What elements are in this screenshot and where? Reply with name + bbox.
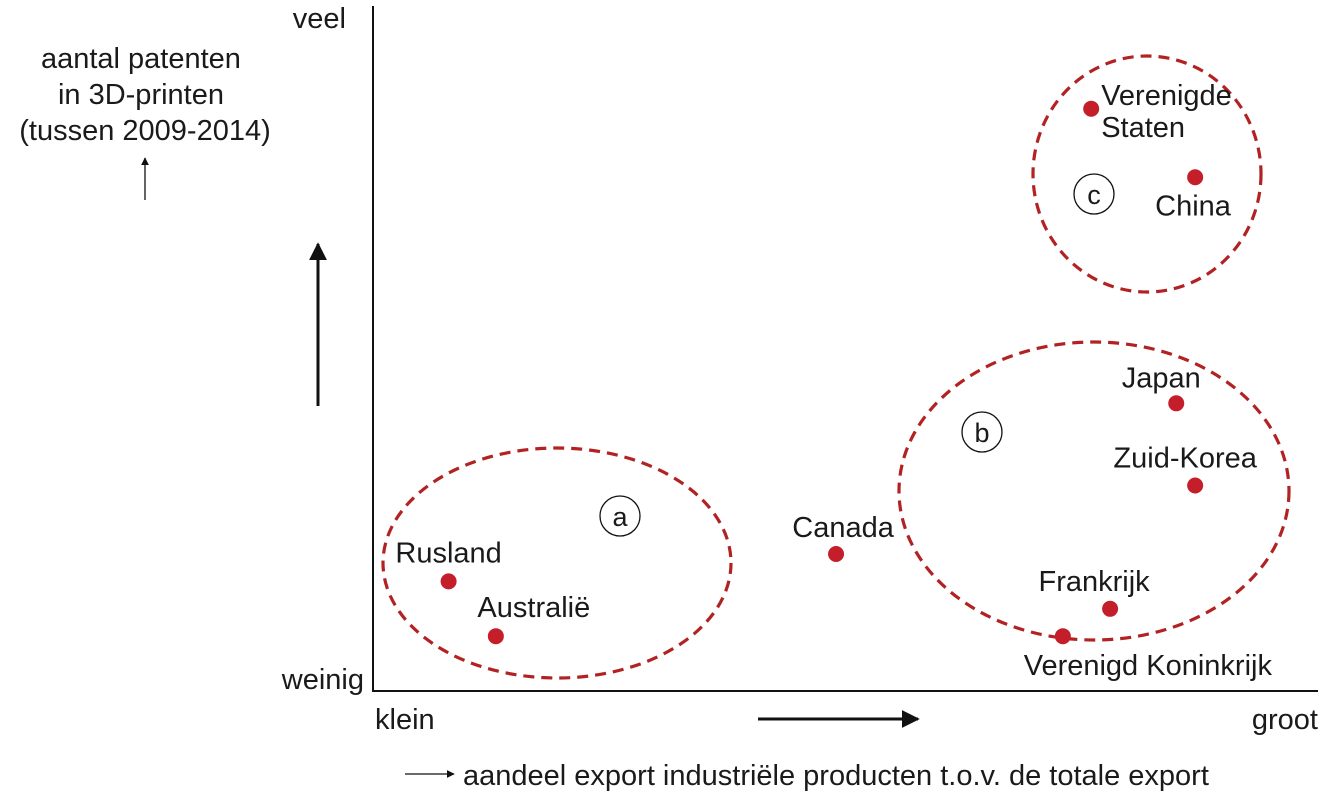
label-canada: Canada: [792, 512, 894, 544]
group-c-outline: [1031, 54, 1263, 294]
x-axis-high-label: groot: [1252, 704, 1318, 736]
y-axis-low-label: weinig: [281, 664, 364, 696]
y-axis-high-label: veel: [293, 3, 346, 35]
group-a-label: a: [612, 502, 628, 532]
group-a-outline: [381, 446, 733, 680]
group-b-outline: [897, 340, 1291, 642]
point-verenigd-koninkrijk: [1054, 628, 1071, 645]
label-zuid-korea: Zuid-Korea: [1113, 443, 1257, 475]
point-canada: [828, 546, 845, 562]
label-verenigd-koninkrijk: Verenigd Koninkrijk: [1024, 650, 1273, 682]
label-frankrijk: Frankrijk: [1039, 566, 1151, 598]
label-rusland: Rusland: [395, 537, 501, 569]
group-a-badge: [599, 495, 641, 537]
point-australie: [487, 628, 504, 645]
label-australie: Australië: [477, 592, 590, 624]
label-china: China: [1155, 190, 1232, 222]
groups-layer: a b c: [381, 54, 1291, 680]
point-china: [1187, 169, 1204, 186]
group-c-badge: [1073, 173, 1115, 215]
point-zuid-korea: [1187, 477, 1204, 494]
label-japan: Japan: [1122, 362, 1201, 394]
x-axis-low-label: klein: [375, 704, 435, 736]
point-verenigde-staten: [1083, 100, 1100, 117]
point-frankrijk: [1102, 600, 1119, 617]
group-b-label: b: [974, 418, 989, 448]
point-rusland: [440, 573, 457, 590]
x-axis-title: aandeel export industriële producten t.o…: [463, 760, 1209, 792]
y-axis-title: aantal patenten in 3D-printen (tussen 20…: [19, 43, 271, 147]
group-c-label: c: [1087, 180, 1101, 210]
group-b-badge: [961, 411, 1003, 453]
point-japan: [1168, 395, 1185, 412]
